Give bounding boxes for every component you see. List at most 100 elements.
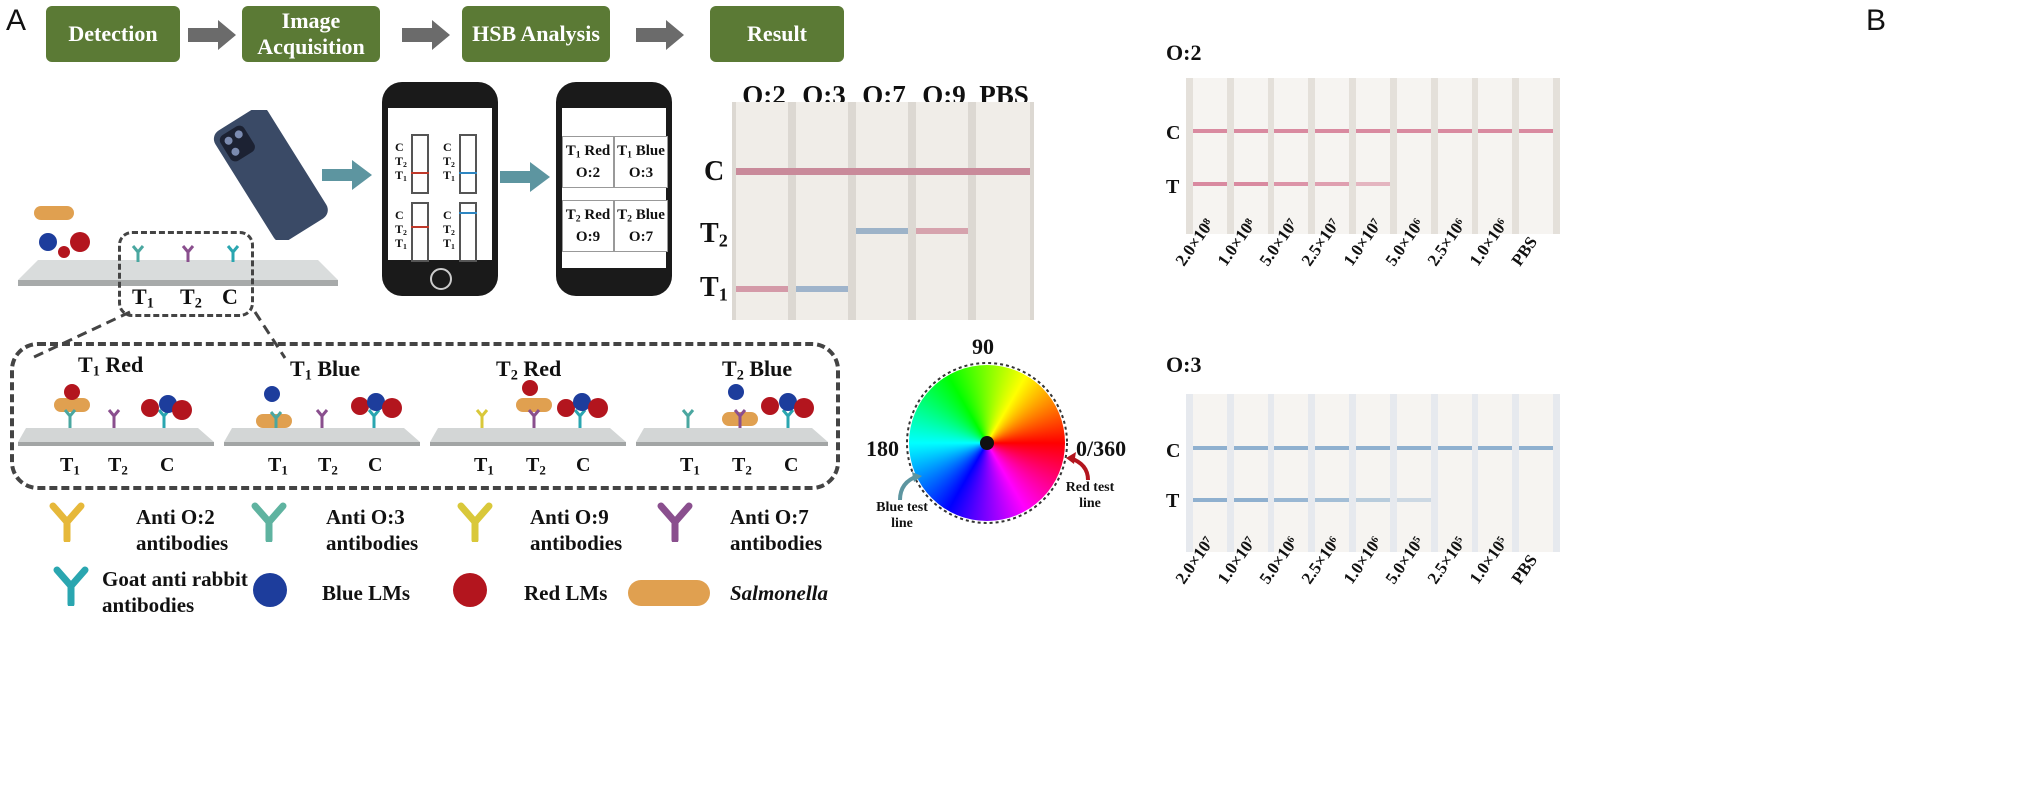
test-line [1192,182,1227,186]
scenario-title-t2-blue: T2 Blue [722,356,793,384]
test-line [1315,182,1350,186]
salmonella-icon [628,580,710,606]
scenario3-label-t1: T1 [474,454,494,478]
legend-blue-lms: Blue LMs [322,581,411,605]
scenario-illustration-t1-red [18,384,214,446]
control-line [1478,129,1513,133]
test-strip [1274,394,1309,552]
panel-b-o3-label-t: T [1166,490,1180,512]
panel-b-o2-strips [1186,78,1560,234]
zoom-box [118,231,254,317]
panel-b-o2-title: O:2 [1166,40,1202,65]
scenario4-label-t2: T2 [732,454,752,478]
control-line [1274,446,1309,450]
control-line [1396,129,1431,133]
step-detection: Detection [46,6,180,62]
test-line [1274,498,1309,502]
teal-arrow-icon [500,162,550,192]
test-line [1315,498,1350,502]
control-line [1192,446,1227,450]
scenario2-label-c: C [368,454,383,476]
hue-wheel [906,362,1068,524]
control-line [1478,446,1513,450]
control-line [1274,129,1309,133]
goat-anti-rabbit-antibody-icon [53,566,89,606]
test-strip [1233,78,1268,234]
test-strip [1233,394,1268,552]
scenario-title-t1-blue: T1 Blue [290,356,361,384]
phone-capture [382,82,498,296]
test-strip [1437,78,1472,234]
step-result: Result [710,6,844,62]
anti-o3-antibody-icon [251,502,287,542]
panel-b-o3-title: O:3 [1166,352,1202,377]
panel-b-o3-strips [1186,394,1560,552]
test-line [1356,182,1390,186]
legend-salmonella: Salmonella [730,581,829,605]
test-strip [1396,78,1431,234]
scenario4-label-t1: T1 [680,454,700,478]
panel-a-label: A [6,4,27,37]
hue-label-0-360: 0/360 [1076,436,1127,461]
result-row-label-c: C [704,156,725,187]
test-strip [1274,78,1309,234]
test-strip [1478,78,1513,234]
test-line [1274,182,1309,186]
anti-o2-antibody-icon [49,502,85,542]
strip-label-t2: T2 [180,284,202,312]
strip-label-c: C [222,284,238,309]
test-strip [1519,78,1554,234]
control-line [1519,129,1554,133]
scenario-illustration-t1-blue [224,386,420,446]
test-line [1396,498,1431,502]
teal-arrow-icon [322,160,372,190]
test-strip [1478,394,1513,552]
hue-label-90: 90 [972,334,994,359]
anti-o9-antibody-icon [457,502,493,542]
panel-b-o2-label-t: T [1166,176,1180,198]
scenario2-label-t1: T1 [268,454,288,478]
test-strip [1192,78,1227,234]
scenario2-label-t2: T2 [318,454,338,478]
control-line [1192,129,1227,133]
test-strip [1396,394,1431,552]
control-line [1437,446,1472,450]
workflow-arrow-icon [402,20,450,50]
panel-b-o3-concentrations: 2.0×10⁷ 1.0×10⁷ 5.0×10⁶ 2.5×10⁶ 1.0×10⁶ … [1171,533,1542,588]
panel-b-o2-concentrations: 2.0×10⁸ 1.0×10⁸ 5.0×10⁷ 2.5×10⁷ 1.0×10⁷ … [1171,215,1542,270]
scenario-title-t1-red: T1 Red [78,352,144,380]
scenario-box [10,342,840,490]
test-strip [1315,78,1350,234]
blue-pointer-arrow-icon [898,472,922,501]
test-line [1356,498,1390,502]
control-line [1396,446,1431,450]
lateral-flow-strip [18,245,338,286]
scenario1-label-t2: T2 [108,454,128,478]
control-line [1315,446,1350,450]
test-line [1192,498,1227,502]
panel-b-o3-label-c: C [1166,440,1181,462]
legend-red-lms: Red LMs [524,581,608,605]
scenario3-label-c: C [576,454,591,476]
control-line [1356,129,1390,133]
red-lm-icon [453,573,487,607]
workflow-arrow-icon [636,20,684,50]
result-row-label-t1: T1 [700,272,728,305]
test-line [1233,498,1268,502]
step-hsb-analysis: HSB Analysis [462,6,610,62]
bacteria-cluster-icon [34,206,90,258]
scenario-illustration-t2-blue [636,384,828,446]
scenario1-label-c: C [160,454,175,476]
scenario3-label-t2: T2 [526,454,546,478]
strip-label-t1: T1 [132,284,154,312]
hue-label-180: 180 [866,436,899,461]
phone-analysis [556,82,672,296]
red-test-line-note: Red test line [1065,480,1115,511]
workflow-arrow-icon [188,20,236,50]
